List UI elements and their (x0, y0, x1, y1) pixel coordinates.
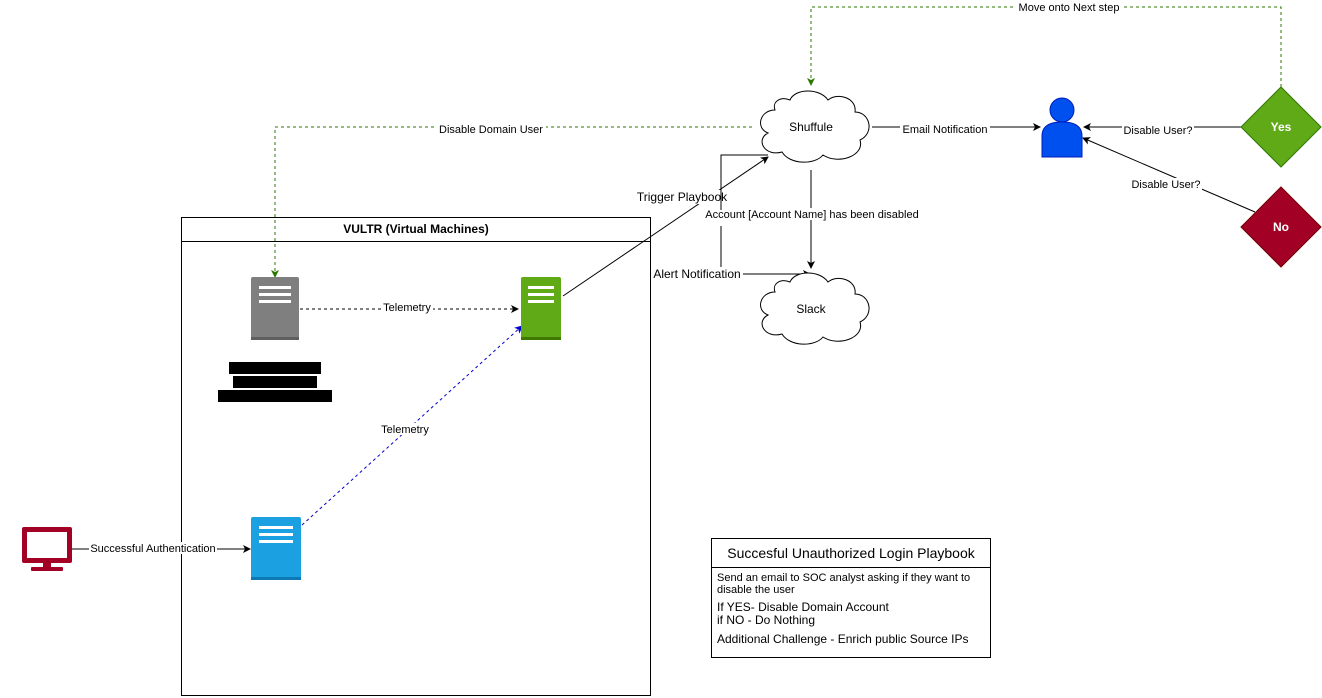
monitor-icon[interactable] (22, 527, 72, 571)
domain-controller-label: Domain Controller Windows Server Domain:… (214, 361, 336, 403)
edge-label-successful-auth: Successful Authentication (90, 543, 215, 555)
edge-label-trigger-playbook: Trigger Playbook (637, 190, 728, 204)
edge-telemetry-win[interactable] (301, 325, 523, 526)
dc-line-3: Domain: MyDFIR.local (217, 390, 333, 402)
edge-label-disable-user-yes: Disable User? (1123, 125, 1192, 137)
dc-line-1: Domain Controller (228, 362, 322, 374)
yes-diamond[interactable]: Yes (1240, 86, 1322, 168)
slack-label: Slack (796, 302, 826, 316)
no-diamond[interactable]: No (1240, 186, 1322, 268)
edge-label-alert-notification: Alert Notification (653, 267, 740, 281)
user-icon[interactable] (1041, 97, 1083, 158)
edge-label-move-next: Move onto Next step (1019, 2, 1120, 14)
vm-group-title: VULTR (Virtual Machines) (182, 218, 650, 242)
yes-label: Yes (1271, 120, 1292, 134)
slack-cloud[interactable]: Slack (760, 272, 870, 345)
edge-alert-notification[interactable] (720, 154, 768, 210)
vm-group: VULTR (Virtual Machines) (181, 217, 651, 696)
domain-controller-server-icon[interactable] (251, 277, 299, 340)
playbook-line-4: if NO - Do Nothing (717, 613, 816, 627)
playbook-line-5: Additional Challenge - Enrich public Sou… (717, 632, 969, 646)
playbook-box: Succesful Unauthorized Login Playbook Se… (711, 538, 991, 658)
playbook-line-3: If YES- Disable Domain Account (717, 600, 889, 614)
edge-label-email-notification: Email Notification (903, 124, 988, 136)
edge-disable-user-no[interactable] (1082, 137, 1256, 213)
no-label: No (1273, 220, 1289, 234)
edge-move-next[interactable] (807, 6, 1282, 87)
playbook-title: Succesful Unauthorized Login Playbook (712, 539, 990, 568)
edge-label-disable-user-no: Disable User? (1131, 179, 1200, 191)
dc-line-2: Windows Server (232, 376, 318, 388)
shuffle-cloud[interactable]: Shuffule (760, 90, 870, 163)
edge-label-disable-domain-user: Disable Domain User (439, 124, 543, 136)
edge-disable-domain-user[interactable] (271, 126, 752, 278)
windows-server-icon[interactable] (251, 517, 301, 580)
edge-trigger-playbook[interactable] (562, 156, 769, 297)
edge-label-telemetry-win: Telemetry (381, 424, 429, 436)
edge-label-telemetry-dc: Telemetry (383, 302, 431, 314)
soar-server-icon[interactable] (521, 277, 561, 340)
playbook-line-2: disable the user (717, 584, 795, 596)
shuffle-label: Shuffule (789, 120, 833, 134)
playbook-line-1: Send an email to SOC analyst asking if t… (717, 572, 971, 584)
edge-label-account-disabled: Account [Account Name] has been disabled (705, 209, 918, 221)
